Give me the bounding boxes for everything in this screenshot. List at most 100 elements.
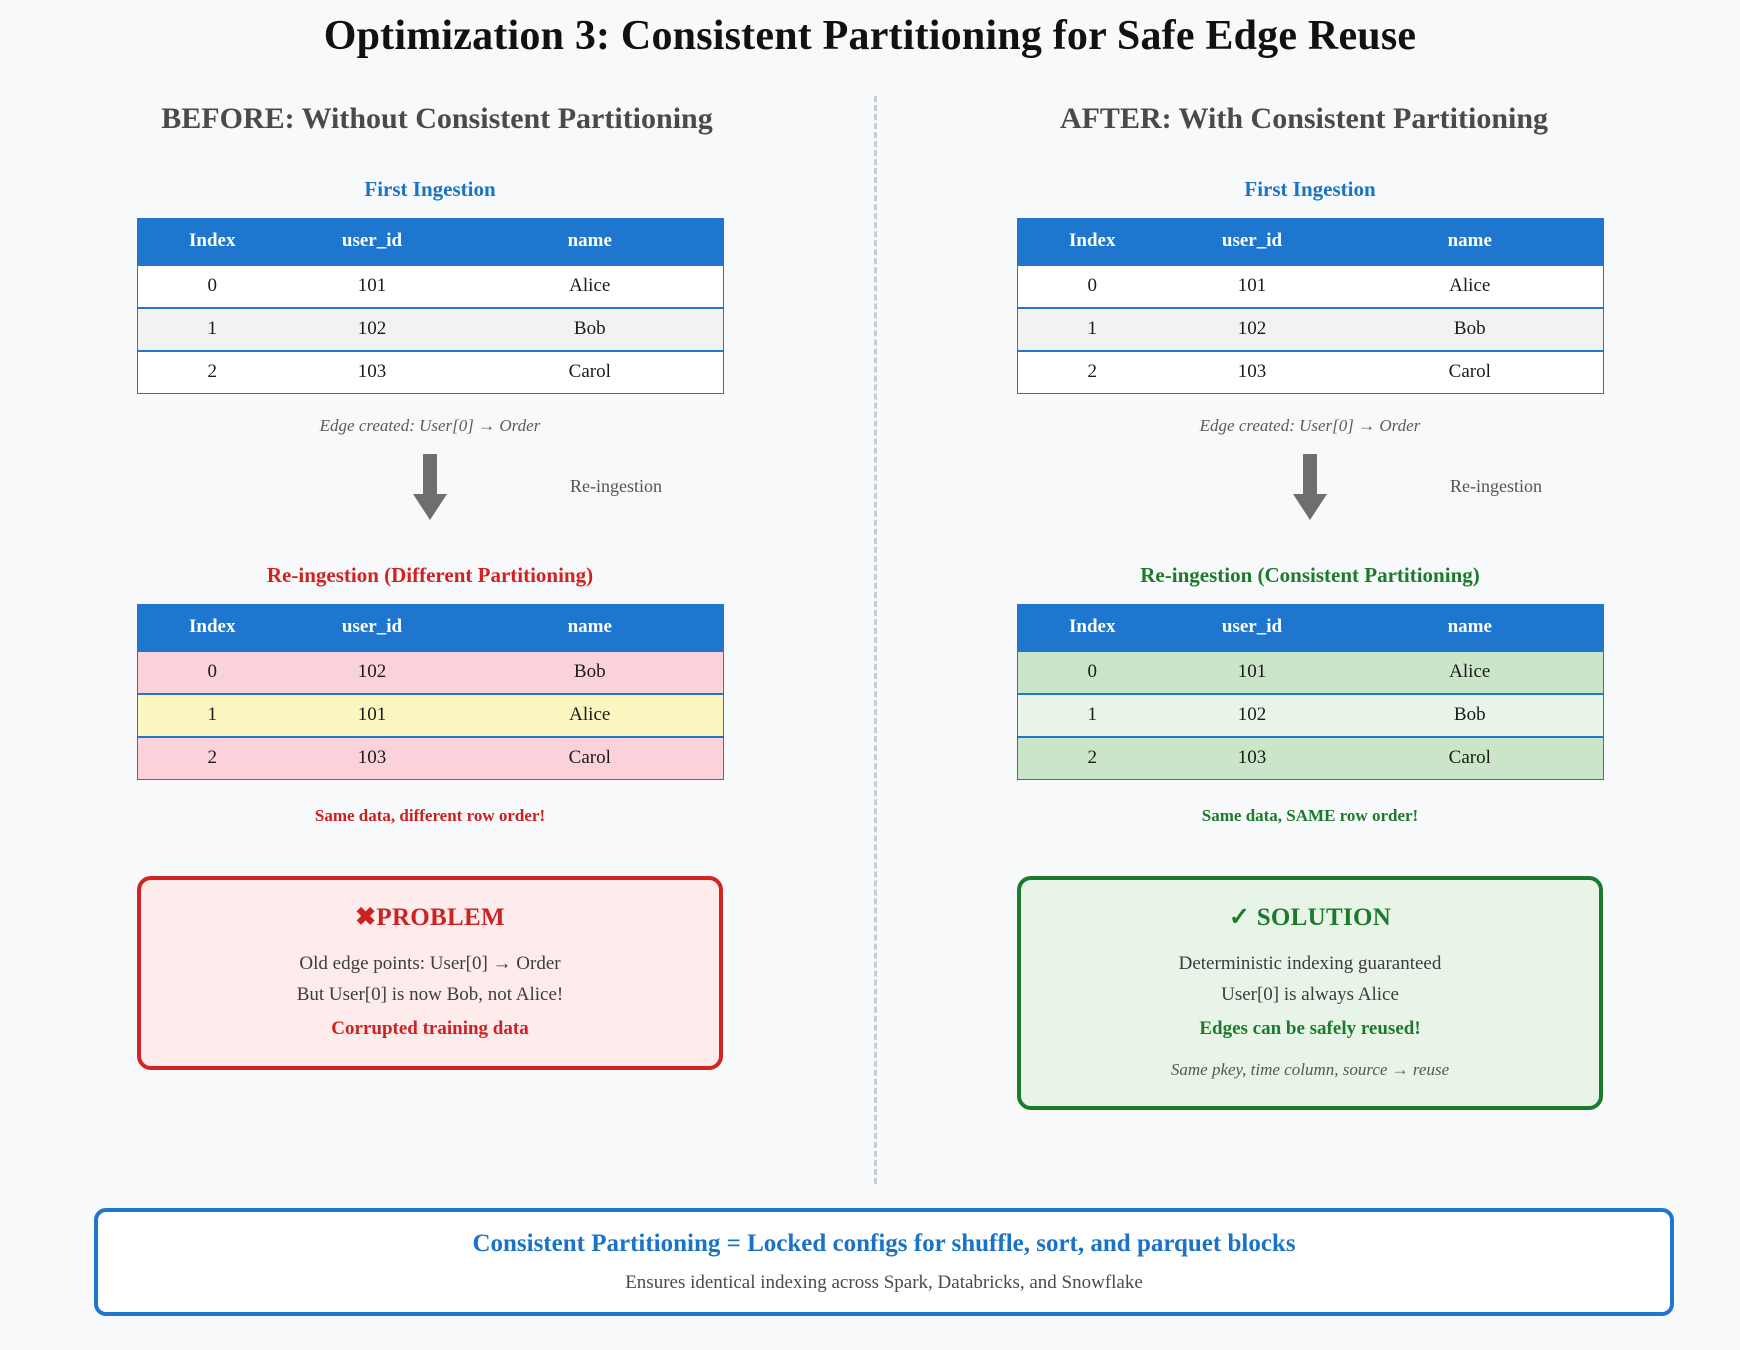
- cell-user-id: 102: [1167, 306, 1337, 351]
- cell-user-id: 101: [287, 263, 457, 308]
- table-row: 1 102 Bob: [1017, 692, 1603, 737]
- down-arrow-head-icon: [413, 494, 447, 520]
- after-first-ingestion-table: Index user_id name 0 101 Alice 1 102 Bob…: [1016, 218, 1604, 394]
- column-header-user-id: user_id: [1167, 218, 1337, 265]
- solution-callout-title: ✓ SOLUTION: [1041, 902, 1579, 932]
- cell-user-id: 103: [287, 349, 457, 394]
- table-row: 2 103 Carol: [1017, 349, 1603, 394]
- before-reingestion-label: Re-ingestion (Different Partitioning): [266, 563, 594, 587]
- column-header-index: Index: [1017, 218, 1167, 265]
- solution-callout-line-2: User[0] is always Alice: [1221, 984, 1399, 1005]
- before-edge-created-note: Edge created: User[0] → Order: [319, 416, 541, 435]
- before-panel: BEFORE: Without Consistent Partitioning …: [0, 96, 860, 1070]
- cell-user-id: 102: [287, 306, 457, 351]
- vertical-dashed-divider: [874, 96, 877, 1184]
- solution-callout-footnote: Same pkey, time column, source → reuse: [1170, 1060, 1450, 1079]
- after-panel-heading: AFTER: With Consistent Partitioning: [1059, 102, 1549, 135]
- cell-name: Carol: [457, 735, 723, 780]
- cell-index: 2: [137, 735, 287, 780]
- cell-name: Alice: [457, 263, 723, 308]
- before-panel-heading: BEFORE: Without Consistent Partitioning: [161, 102, 713, 135]
- after-first-ingestion-label: First Ingestion: [1244, 177, 1376, 201]
- column-header-name: name: [1337, 604, 1603, 651]
- after-arrow-caption: Re-ingestion: [1450, 476, 1542, 496]
- before-arrow-block: Re-ingestion: [0, 448, 860, 528]
- cell-name: Bob: [457, 306, 723, 351]
- table-header-row: Index user_id name: [137, 218, 723, 265]
- table-row: 0 101 Alice: [1017, 649, 1603, 694]
- table-header-row: Index user_id name: [1017, 604, 1603, 651]
- summary-banner-subtitle: Ensures identical indexing across Spark,…: [625, 1272, 1143, 1293]
- cell-index: 0: [1017, 263, 1167, 308]
- page-title: Optimization 3: Consistent Partitioning …: [323, 13, 1417, 59]
- down-arrow-icon: [1303, 454, 1317, 502]
- cross-mark-icon: ✖: [355, 904, 377, 931]
- before-first-ingestion-table: Index user_id name 0 101 Alice 1 102 Bob…: [136, 218, 724, 394]
- column-header-user-id: user_id: [287, 604, 457, 651]
- cell-index: 0: [137, 263, 287, 308]
- cell-user-id: 101: [1167, 263, 1337, 308]
- column-header-index: Index: [137, 604, 287, 651]
- cell-user-id: 103: [1167, 349, 1337, 394]
- table-row: 1 101 Alice: [137, 692, 723, 737]
- cell-index: 0: [137, 649, 287, 694]
- cell-index: 1: [1017, 692, 1167, 737]
- table-row: 1 102 Bob: [1017, 306, 1603, 351]
- after-panel: AFTER: With Consistent Partitioning Firs…: [880, 96, 1740, 1110]
- after-arrow-block: Re-ingestion: [880, 448, 1740, 528]
- before-first-ingestion-table-wrap: Index user_id name 0 101 Alice 1 102 Bob…: [0, 218, 860, 394]
- down-arrow-head-icon: [1293, 494, 1327, 520]
- cell-name: Carol: [1337, 349, 1603, 394]
- table-row: 2 103 Carol: [137, 349, 723, 394]
- cell-name: Alice: [1337, 649, 1603, 694]
- summary-banner: Consistent Partitioning = Locked configs…: [94, 1208, 1674, 1316]
- after-reingestion-label: Re-ingestion (Consistent Partitioning): [1140, 563, 1480, 587]
- table-header-row: Index user_id name: [1017, 218, 1603, 265]
- cell-name: Carol: [457, 349, 723, 394]
- column-header-name: name: [1337, 218, 1603, 265]
- table-row: 0 101 Alice: [1017, 263, 1603, 308]
- solution-callout: ✓ SOLUTION Deterministic indexing guaran…: [1017, 876, 1603, 1110]
- column-header-name: name: [457, 604, 723, 651]
- after-first-ingestion-table-wrap: Index user_id name 0 101 Alice 1 102 Bob…: [880, 218, 1740, 394]
- cell-name: Alice: [1337, 263, 1603, 308]
- solution-callout-emphasis: Edges can be safely reused!: [1199, 1018, 1421, 1039]
- column-header-user-id: user_id: [287, 218, 457, 265]
- cell-user-id: 103: [1167, 735, 1337, 780]
- table-row: 2 103 Carol: [137, 735, 723, 780]
- down-arrow-icon: [423, 454, 437, 502]
- cell-index: 0: [1017, 649, 1167, 694]
- cell-index: 2: [1017, 349, 1167, 394]
- table-row: 0 101 Alice: [137, 263, 723, 308]
- cell-name: Carol: [1337, 735, 1603, 780]
- table-row: 2 103 Carol: [1017, 735, 1603, 780]
- check-mark-icon: ✓: [1228, 904, 1251, 931]
- problem-callout: ✖PROBLEM Old edge points: User[0] → Orde…: [137, 876, 723, 1070]
- solution-callout-line-1: Deterministic indexing guaranteed: [1178, 953, 1442, 974]
- before-reingestion-table: Index user_id name 0 102 Bob 1 101 Alice…: [136, 604, 724, 780]
- before-first-ingestion-label: First Ingestion: [364, 177, 496, 201]
- cell-user-id: 103: [287, 735, 457, 780]
- before-reingestion-table-wrap: Index user_id name 0 102 Bob 1 101 Alice…: [0, 604, 860, 780]
- cell-name: Bob: [1337, 306, 1603, 351]
- cell-name: Bob: [1337, 692, 1603, 737]
- column-header-name: name: [457, 218, 723, 265]
- after-row-order-note: Same data, SAME row order!: [1201, 806, 1419, 825]
- cell-index: 2: [137, 349, 287, 394]
- after-reingestion-table-wrap: Index user_id name 0 101 Alice 1 102 Bob…: [880, 604, 1740, 780]
- summary-banner-title: Consistent Partitioning = Locked configs…: [472, 1230, 1296, 1257]
- problem-callout-emphasis: Corrupted training data: [331, 1018, 529, 1039]
- problem-callout-line-2: But User[0] is now Bob, not Alice!: [296, 984, 564, 1005]
- cell-index: 1: [1017, 306, 1167, 351]
- table-header-row: Index user_id name: [137, 604, 723, 651]
- cell-user-id: 102: [1167, 692, 1337, 737]
- before-row-order-note: Same data, different row order!: [314, 806, 546, 825]
- cell-user-id: 101: [1167, 649, 1337, 694]
- column-header-index: Index: [137, 218, 287, 265]
- cell-name: Bob: [457, 649, 723, 694]
- problem-callout-title-text: PROBLEM: [376, 904, 505, 931]
- before-arrow-caption: Re-ingestion: [570, 476, 662, 496]
- column-header-user-id: user_id: [1167, 604, 1337, 651]
- after-reingestion-table: Index user_id name 0 101 Alice 1 102 Bob…: [1016, 604, 1604, 780]
- problem-callout-line-1: Old edge points: User[0] → Order: [299, 953, 561, 974]
